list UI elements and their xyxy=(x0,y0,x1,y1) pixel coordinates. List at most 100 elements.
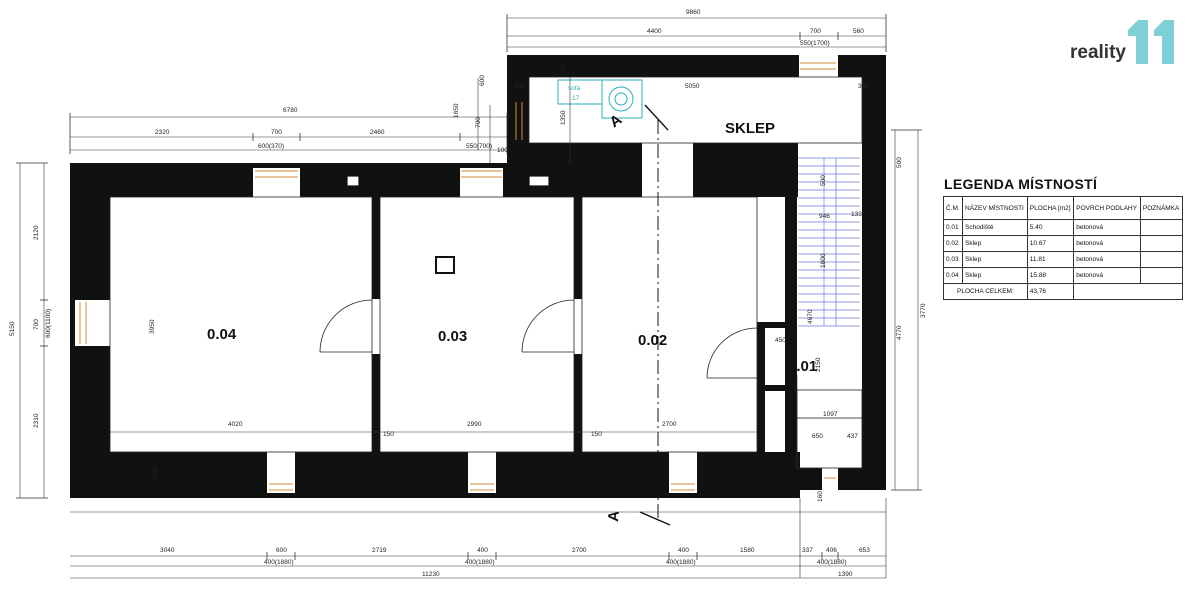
dim-top-560: 560 xyxy=(853,28,864,35)
dim-stair-437: 437 xyxy=(847,433,858,440)
dim-top-550: 550(1700) xyxy=(800,40,830,47)
dim-b-400-1880c: 400(1880) xyxy=(666,559,696,566)
dim-right-3770: 3770 xyxy=(920,303,927,318)
dim-sklep-1350: 1350 xyxy=(560,110,567,125)
dim-sklep-1650: 1650 xyxy=(453,103,460,118)
dim-b-400-1880a: 400(1880) xyxy=(264,559,294,566)
dimension-ticks xyxy=(16,14,922,560)
legend-total-value: 43,76 xyxy=(1026,283,1075,300)
dim-top-4400: 4400 xyxy=(647,28,662,35)
legend-header-area: PLOCHA [m2] xyxy=(1026,196,1075,220)
legend-cell-no: 0.03 xyxy=(943,251,963,268)
dim-h-5150: 5150 xyxy=(9,321,16,336)
legend-header-floor: POVRCH PODLAHY xyxy=(1073,196,1141,220)
dim-left-6780: 6780 xyxy=(283,107,298,114)
legend-cell-note xyxy=(1139,267,1184,284)
dim-top-700: 700 xyxy=(810,28,821,35)
dim-right-4770: 4770 xyxy=(896,325,903,340)
dim-top-total: 9860 xyxy=(686,9,701,16)
dim-r2-150: 150 xyxy=(591,431,602,438)
legend-table: Č.M. NÁZEV MÍSTNOSTI PLOCHA [m2] POVRCH … xyxy=(943,196,1184,300)
logo-mark-icon xyxy=(1128,20,1174,64)
dim-sklep-600: 600 xyxy=(479,75,486,86)
fixtures xyxy=(557,79,643,119)
stair-treads xyxy=(798,157,860,327)
dim-b-653: 653 xyxy=(859,547,870,554)
dim-left-2460: 2460 xyxy=(370,129,385,136)
section-arrows xyxy=(639,104,671,526)
dim-b-400b: 400 xyxy=(678,547,689,554)
dim-h-700: 700 xyxy=(33,319,40,330)
legend-cell-note xyxy=(1139,235,1184,252)
legend-cell-area: 10.67 xyxy=(1026,235,1075,252)
dim-stair-160: 160 xyxy=(817,491,824,502)
legend-cell-floor: betonová xyxy=(1073,267,1141,284)
dimension-lines xyxy=(19,17,919,579)
legend-row: 0.02 Sklep 10.67 betonová xyxy=(943,235,1184,252)
dim-b-400-1880d: 400(1880) xyxy=(817,559,847,566)
legend-row: 0.03 Sklep 11.81 betonová xyxy=(943,251,1184,268)
legend-cell-area: 15.88 xyxy=(1026,267,1075,284)
room-label-sklep: SKLEP xyxy=(725,120,775,137)
dim-b-1390: 1390 xyxy=(838,571,853,578)
dim-r2-2700: 2700 xyxy=(662,421,677,428)
dim-sklep-300b: 300 xyxy=(858,83,869,90)
dim-r4-4020: 4020 xyxy=(228,421,243,428)
legend-cell-no: 0.04 xyxy=(943,267,963,284)
legend-cell-name: Schodiště xyxy=(962,219,1028,236)
dim-sklep-360: 360 xyxy=(560,63,567,74)
dim-stair-500a: 500 xyxy=(820,175,827,186)
legend-total-empty xyxy=(1073,283,1183,300)
dim-left-600-370: 600(370) xyxy=(258,143,284,150)
dim-b-400-1880b: 400(1880) xyxy=(465,559,495,566)
dim-h-600-1100: 600(1100) xyxy=(45,309,52,338)
dim-b-2700: 2700 xyxy=(572,547,587,554)
dim-left-700: 700 xyxy=(271,129,282,136)
reality-logo[interactable]: reality xyxy=(1070,18,1185,66)
fixture-sofa-sub: 17 xyxy=(572,95,580,102)
logo-wordmark: reality xyxy=(1070,42,1126,63)
dim-b-406: 406 xyxy=(826,547,837,554)
dimension-labels: 9860 4400 700 560 550(1700) 6780 2320 70… xyxy=(9,9,927,578)
legend-total-label: PLOCHA CELKEM: xyxy=(943,283,1028,300)
doors xyxy=(319,299,758,379)
room-label-002: 0.02 xyxy=(638,332,667,349)
legend-cell-floor: betonová xyxy=(1073,219,1141,236)
dim-r4-600: 600 xyxy=(152,467,159,478)
legend-cell-name: Sklep xyxy=(962,267,1028,284)
dim-left-550-700: 550(700) xyxy=(466,143,492,150)
dim-sklep-700: 700 xyxy=(475,117,482,128)
legend-cell-area: 5.40 xyxy=(1026,219,1075,236)
dim-sklep-300a: 300 xyxy=(514,83,525,90)
fixture-sofa-label: sofa xyxy=(568,85,581,92)
section-mark-bottom: A xyxy=(605,510,623,522)
dim-r3-150: 150 xyxy=(383,431,394,438)
dim-stair-4670: 4670 xyxy=(807,309,814,324)
legend-cell-note xyxy=(1139,219,1184,236)
legend-title: LEGENDA MÍSTNOSTÍ xyxy=(944,176,1098,192)
dim-b-3040: 3040 xyxy=(160,547,175,554)
dim-b-337: 337 xyxy=(802,547,813,554)
legend-cell-no: 0.01 xyxy=(943,219,963,236)
dim-b-2719: 2719 xyxy=(372,547,387,554)
windows xyxy=(79,62,836,491)
legend-header-no: Č.M. xyxy=(943,196,963,220)
room-label-004: 0.04 xyxy=(207,326,237,343)
dim-b-1580: 1580 xyxy=(740,547,755,554)
legend-header-note: POZNÁMKA xyxy=(1139,196,1184,220)
dim-r3-2990: 2990 xyxy=(467,421,482,428)
room-label-003: 0.03 xyxy=(438,328,467,345)
legend-cell-note xyxy=(1139,251,1184,268)
dim-b-600: 600 xyxy=(276,547,287,554)
legend-row: 0.01 Schodiště 5.40 betonová xyxy=(943,219,1184,236)
dim-stair-1800: 1800 xyxy=(820,253,827,268)
dim-h-2120: 2120 xyxy=(33,225,40,240)
dim-right-500: 500 xyxy=(896,157,903,168)
legend-cell-floor: betonová xyxy=(1073,235,1141,252)
legend-total-row: PLOCHA CELKEM: 43,76 xyxy=(943,283,1183,300)
legend-header-name: NÁZEV MÍSTNOSTI xyxy=(962,196,1028,220)
dim-b-11230: 11230 xyxy=(422,571,440,578)
dim-stair-650: 650 xyxy=(812,433,823,440)
room-labels: 0.04 0.03 0.02 0.01 SKLEP A A xyxy=(207,111,817,522)
